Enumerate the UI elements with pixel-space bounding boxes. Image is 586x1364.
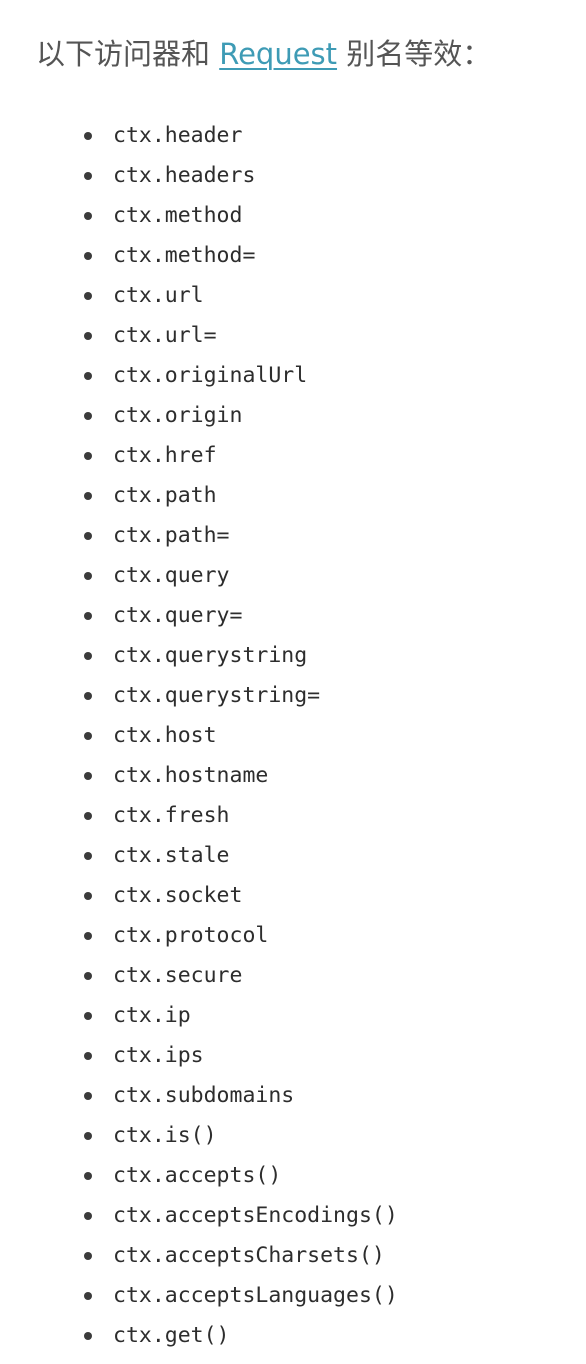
bullet-icon (84, 332, 92, 340)
bullet-icon (84, 1132, 92, 1140)
alias-code: ctx.accepts() (113, 1163, 282, 1188)
alias-code: ctx.protocol (113, 923, 269, 948)
bullet-icon (84, 172, 92, 180)
alias-code: ctx.url (113, 283, 204, 308)
alias-code: ctx.get() (113, 1323, 230, 1348)
intro-suffix: 别名等效： (337, 37, 492, 71)
bullet-icon (84, 1332, 92, 1340)
alias-code: ctx.query (113, 563, 230, 588)
alias-code: ctx.headers (113, 163, 256, 188)
bullet-icon (84, 732, 92, 740)
bullet-icon (84, 132, 92, 140)
bullet-icon (84, 1292, 92, 1300)
bullet-icon (84, 852, 92, 860)
bullet-icon (84, 812, 92, 820)
bullet-icon (84, 532, 92, 540)
bullet-icon (84, 1012, 92, 1020)
alias-code: ctx.is() (113, 1123, 217, 1148)
alias-code: ctx.originalUrl (113, 363, 308, 388)
bullet-icon (84, 892, 92, 900)
bullet-icon (84, 292, 92, 300)
alias-code: ctx.url= (113, 323, 217, 348)
bullet-icon (84, 212, 92, 220)
alias-code: ctx.path= (113, 523, 230, 548)
bullet-icon (84, 1092, 92, 1100)
alias-code: ctx.fresh (113, 803, 230, 828)
alias-code: ctx.query= (113, 603, 243, 628)
bullet-icon (84, 1212, 92, 1220)
alias-code: ctx.method (113, 203, 243, 228)
bullet-icon (84, 612, 92, 620)
alias-code: ctx.ip (113, 1003, 191, 1028)
alias-code: ctx.path (113, 483, 217, 508)
alias-code: ctx.acceptsLanguages() (113, 1283, 398, 1308)
alias-code: ctx.acceptsCharsets() (113, 1243, 385, 1268)
alias-code: ctx.method= (113, 243, 256, 268)
bullet-icon (84, 652, 92, 660)
bullet-icon (84, 572, 92, 580)
alias-code: ctx.querystring= (113, 683, 321, 708)
bullet-icon (84, 252, 92, 260)
intro-paragraph: 以下访问器和 Request 别名等效： (36, 30, 491, 78)
alias-code: ctx.ips (113, 1043, 204, 1068)
alias-code: ctx.acceptsEncodings() (113, 1203, 398, 1228)
bullet-icon (84, 492, 92, 500)
alias-code: ctx.secure (113, 963, 243, 988)
alias-code: ctx.href (113, 443, 217, 468)
bullet-icon (84, 452, 92, 460)
bullet-icon (84, 972, 92, 980)
bullet-icon (84, 772, 92, 780)
alias-code: ctx.hostname (113, 763, 269, 788)
alias-code: ctx.origin (113, 403, 243, 428)
alias-code: ctx.header (113, 123, 243, 148)
alias-code: ctx.stale (113, 843, 230, 868)
alias-code: ctx.querystring (113, 643, 308, 668)
bullet-icon (84, 1052, 92, 1060)
alias-code: ctx.subdomains (113, 1083, 295, 1108)
bullet-icon (84, 1252, 92, 1260)
bullet-icon (84, 1172, 92, 1180)
bullet-icon (84, 932, 92, 940)
alias-code: ctx.host (113, 723, 217, 748)
bullet-icon (84, 412, 92, 420)
intro-prefix: 以下访问器和 (36, 37, 220, 71)
bullet-icon (84, 692, 92, 700)
request-link[interactable]: Request (219, 37, 338, 71)
bullet-icon (84, 372, 92, 380)
alias-code: ctx.socket (113, 883, 243, 908)
